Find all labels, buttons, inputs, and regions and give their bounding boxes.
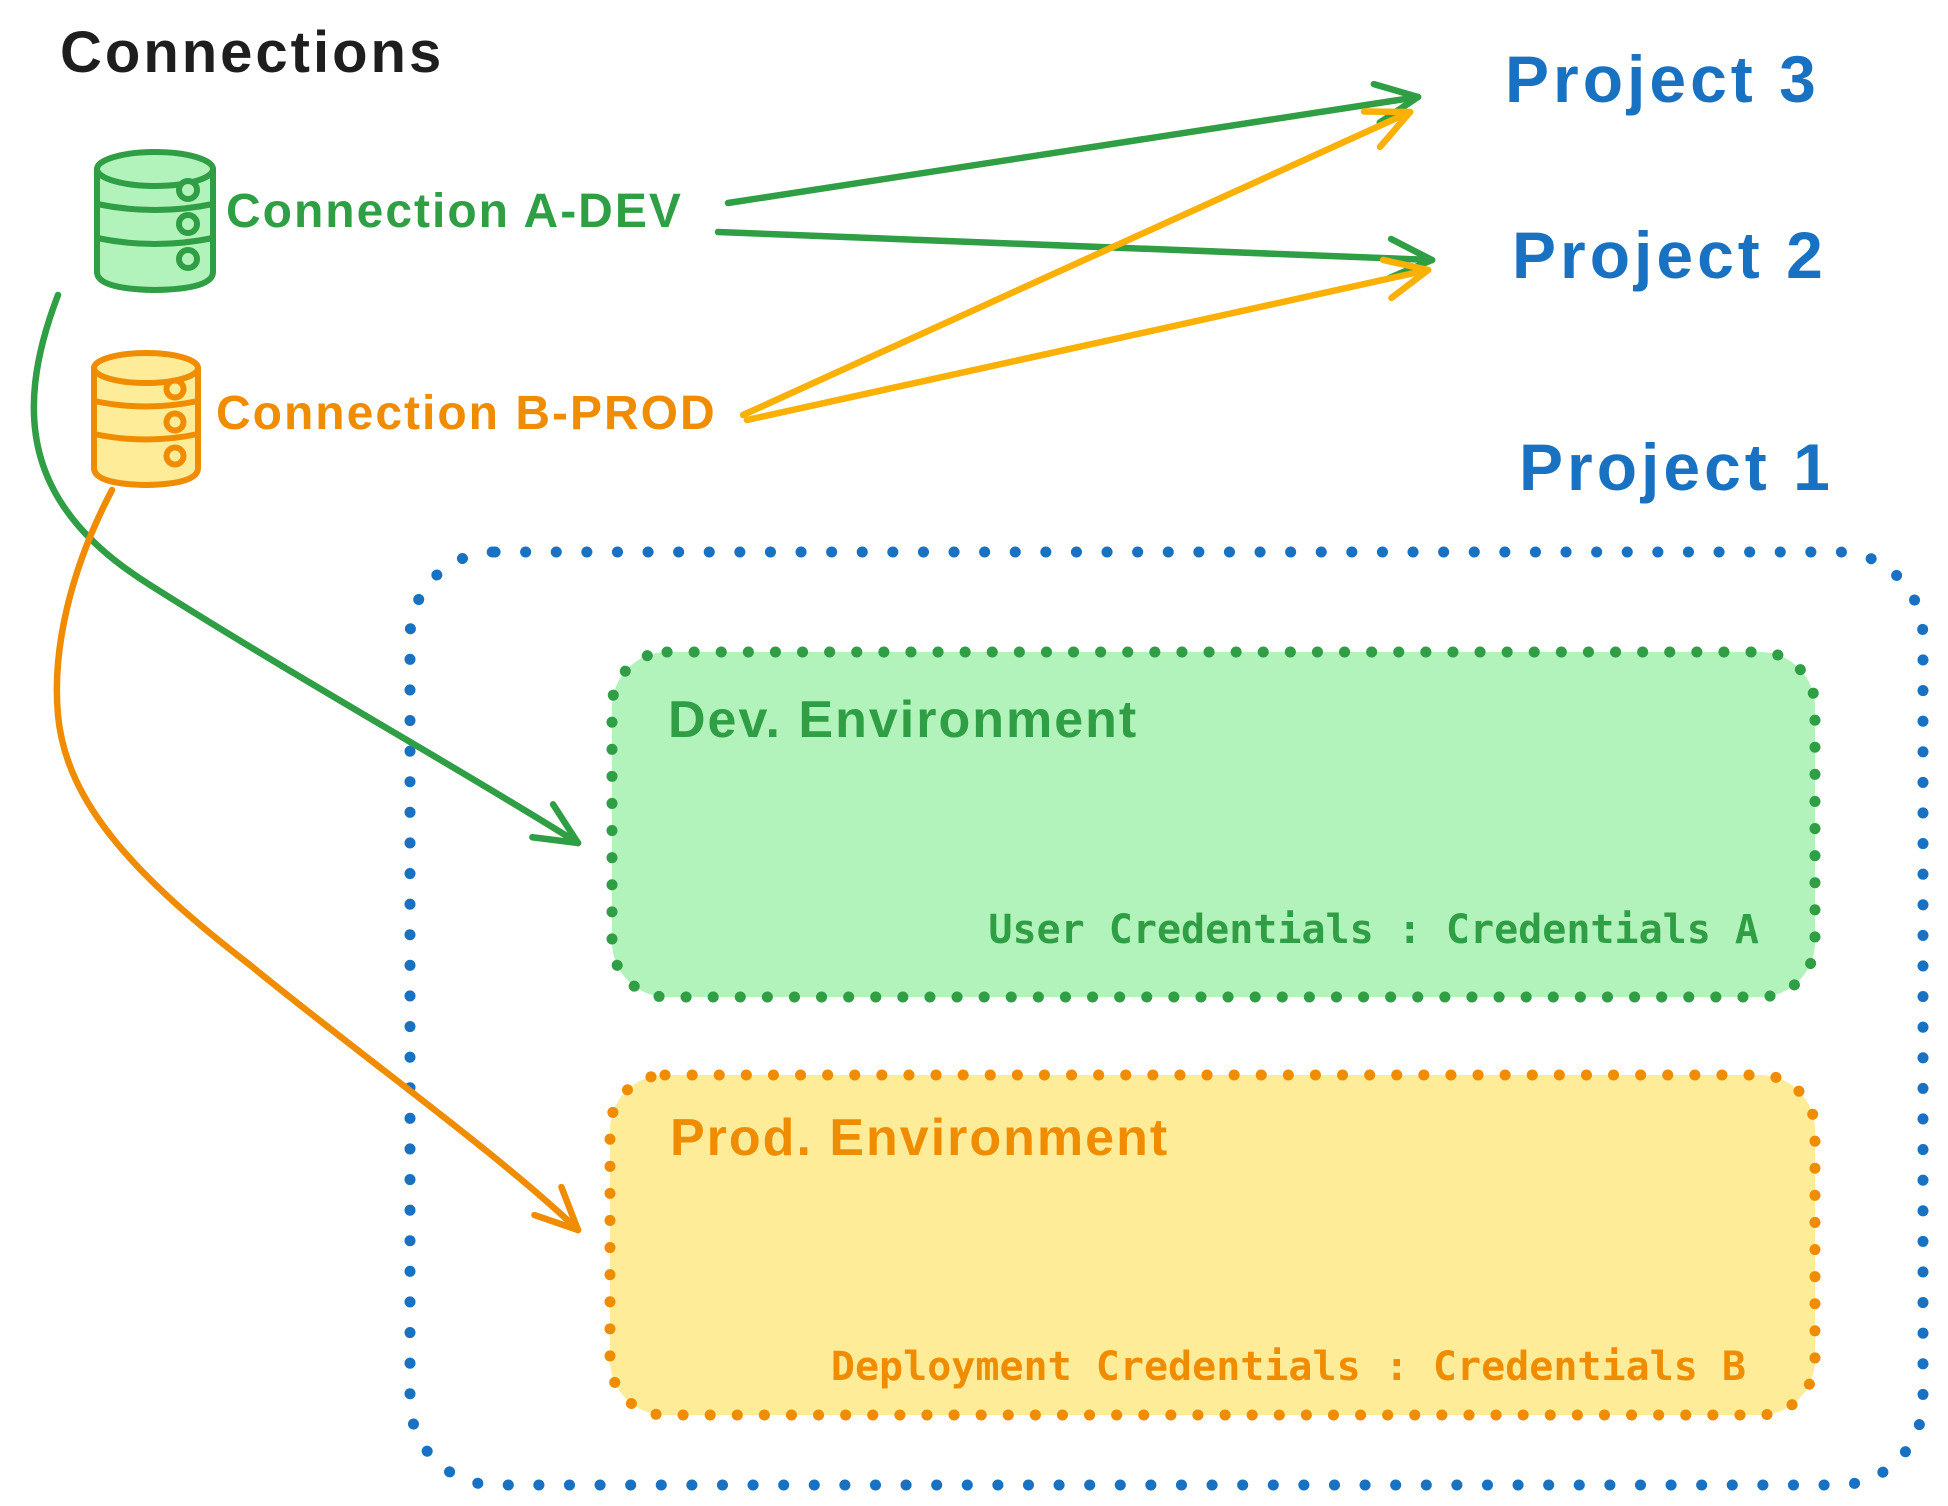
edge-b-prod-to-prod-environment (53, 486, 582, 1234)
project-2-label: Project 2 (1512, 218, 1827, 292)
project-3-label: Project 3 (1505, 42, 1820, 116)
prod-environment-title: Prod. Environment (670, 1109, 1170, 1167)
edge-a-dev-to-project-3 (724, 80, 1422, 207)
project-1-container (404, 546, 1929, 1491)
connection-b-prod-label: Connection B-PROD (216, 387, 717, 440)
connection-a-dev-label: Connection A-DEV (226, 185, 683, 238)
database-icon (91, 350, 201, 488)
diagram-title: Connections (60, 20, 445, 85)
prod-environment-credentials: Deployment Credentials : Credentials B (830, 1344, 1746, 1390)
database-icon (94, 149, 216, 293)
prod-environment-box (604, 1069, 1821, 1421)
project-1-label: Project 1 (1519, 430, 1834, 504)
edge-a-dev-to-project-2 (714, 228, 1436, 282)
dev-environment-credentials: User Credentials : Credentials A (988, 907, 1759, 953)
edge-b-prod-to-project-3 (739, 108, 1414, 419)
edge-a-dev-to-dev-environment (30, 291, 582, 847)
dev-environment-box (606, 646, 1821, 1003)
dev-environment-title: Dev. Environment (668, 691, 1139, 749)
connection-arrows (30, 80, 1436, 1234)
edge-b-prod-to-project-2 (743, 256, 1432, 424)
